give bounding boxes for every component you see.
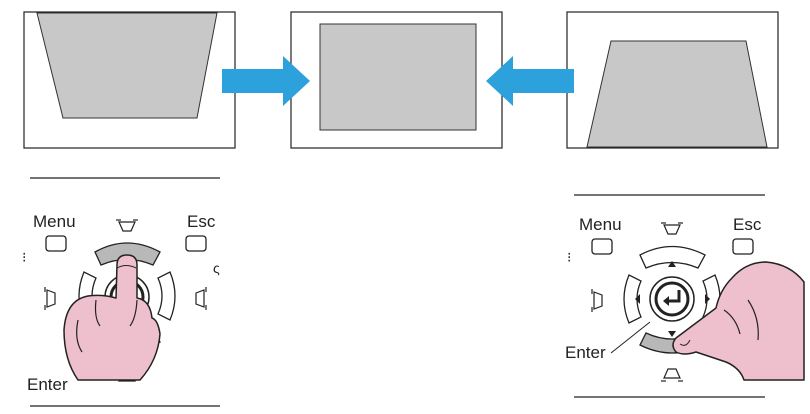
edge-fragment: ς [213, 260, 220, 276]
panel-keystone-corrected [290, 11, 503, 149]
keystone-right-button[interactable] [157, 271, 176, 321]
enter-label: Enter [27, 375, 68, 394]
menu-label: Menu [33, 212, 76, 231]
keystone-up-icon [661, 222, 683, 235]
keystone-left-icon [44, 287, 56, 310]
remote-right: Menu Esc ⁝ En [565, 194, 805, 398]
enter-arrow-icon [666, 290, 681, 303]
arrow-left-icon [486, 56, 574, 106]
keystone-right-icon [195, 287, 207, 310]
panel-keystone-top-wide [23, 11, 236, 149]
enter-label: Enter [565, 343, 606, 362]
enter-leader-line [610, 321, 651, 354]
esc-label: Esc [733, 215, 762, 234]
esc-button[interactable] [185, 235, 207, 252]
hand-icon [63, 254, 161, 381]
keystone-left-button[interactable] [623, 274, 642, 324]
hand-icon [672, 261, 805, 381]
menu-button[interactable] [591, 238, 613, 255]
remote-left: Menu Esc ⁝ ς [22, 177, 220, 407]
keystone-down-icon [661, 368, 683, 382]
esc-label: Esc [187, 212, 216, 231]
edge-fragment: ⁝ [567, 249, 571, 265]
keystone-up-button[interactable] [94, 242, 161, 266]
arrow-right-icon [222, 56, 310, 106]
panel-keystone-bottom-wide [566, 11, 779, 149]
menu-button[interactable] [45, 235, 67, 252]
keystone-up-button[interactable] [639, 245, 706, 269]
menu-label: Menu [579, 215, 622, 234]
edge-fragment: ⁝ [22, 249, 26, 265]
keystone-up-icon [116, 219, 138, 232]
keystone-left-icon [591, 289, 603, 312]
esc-button[interactable] [732, 238, 754, 255]
